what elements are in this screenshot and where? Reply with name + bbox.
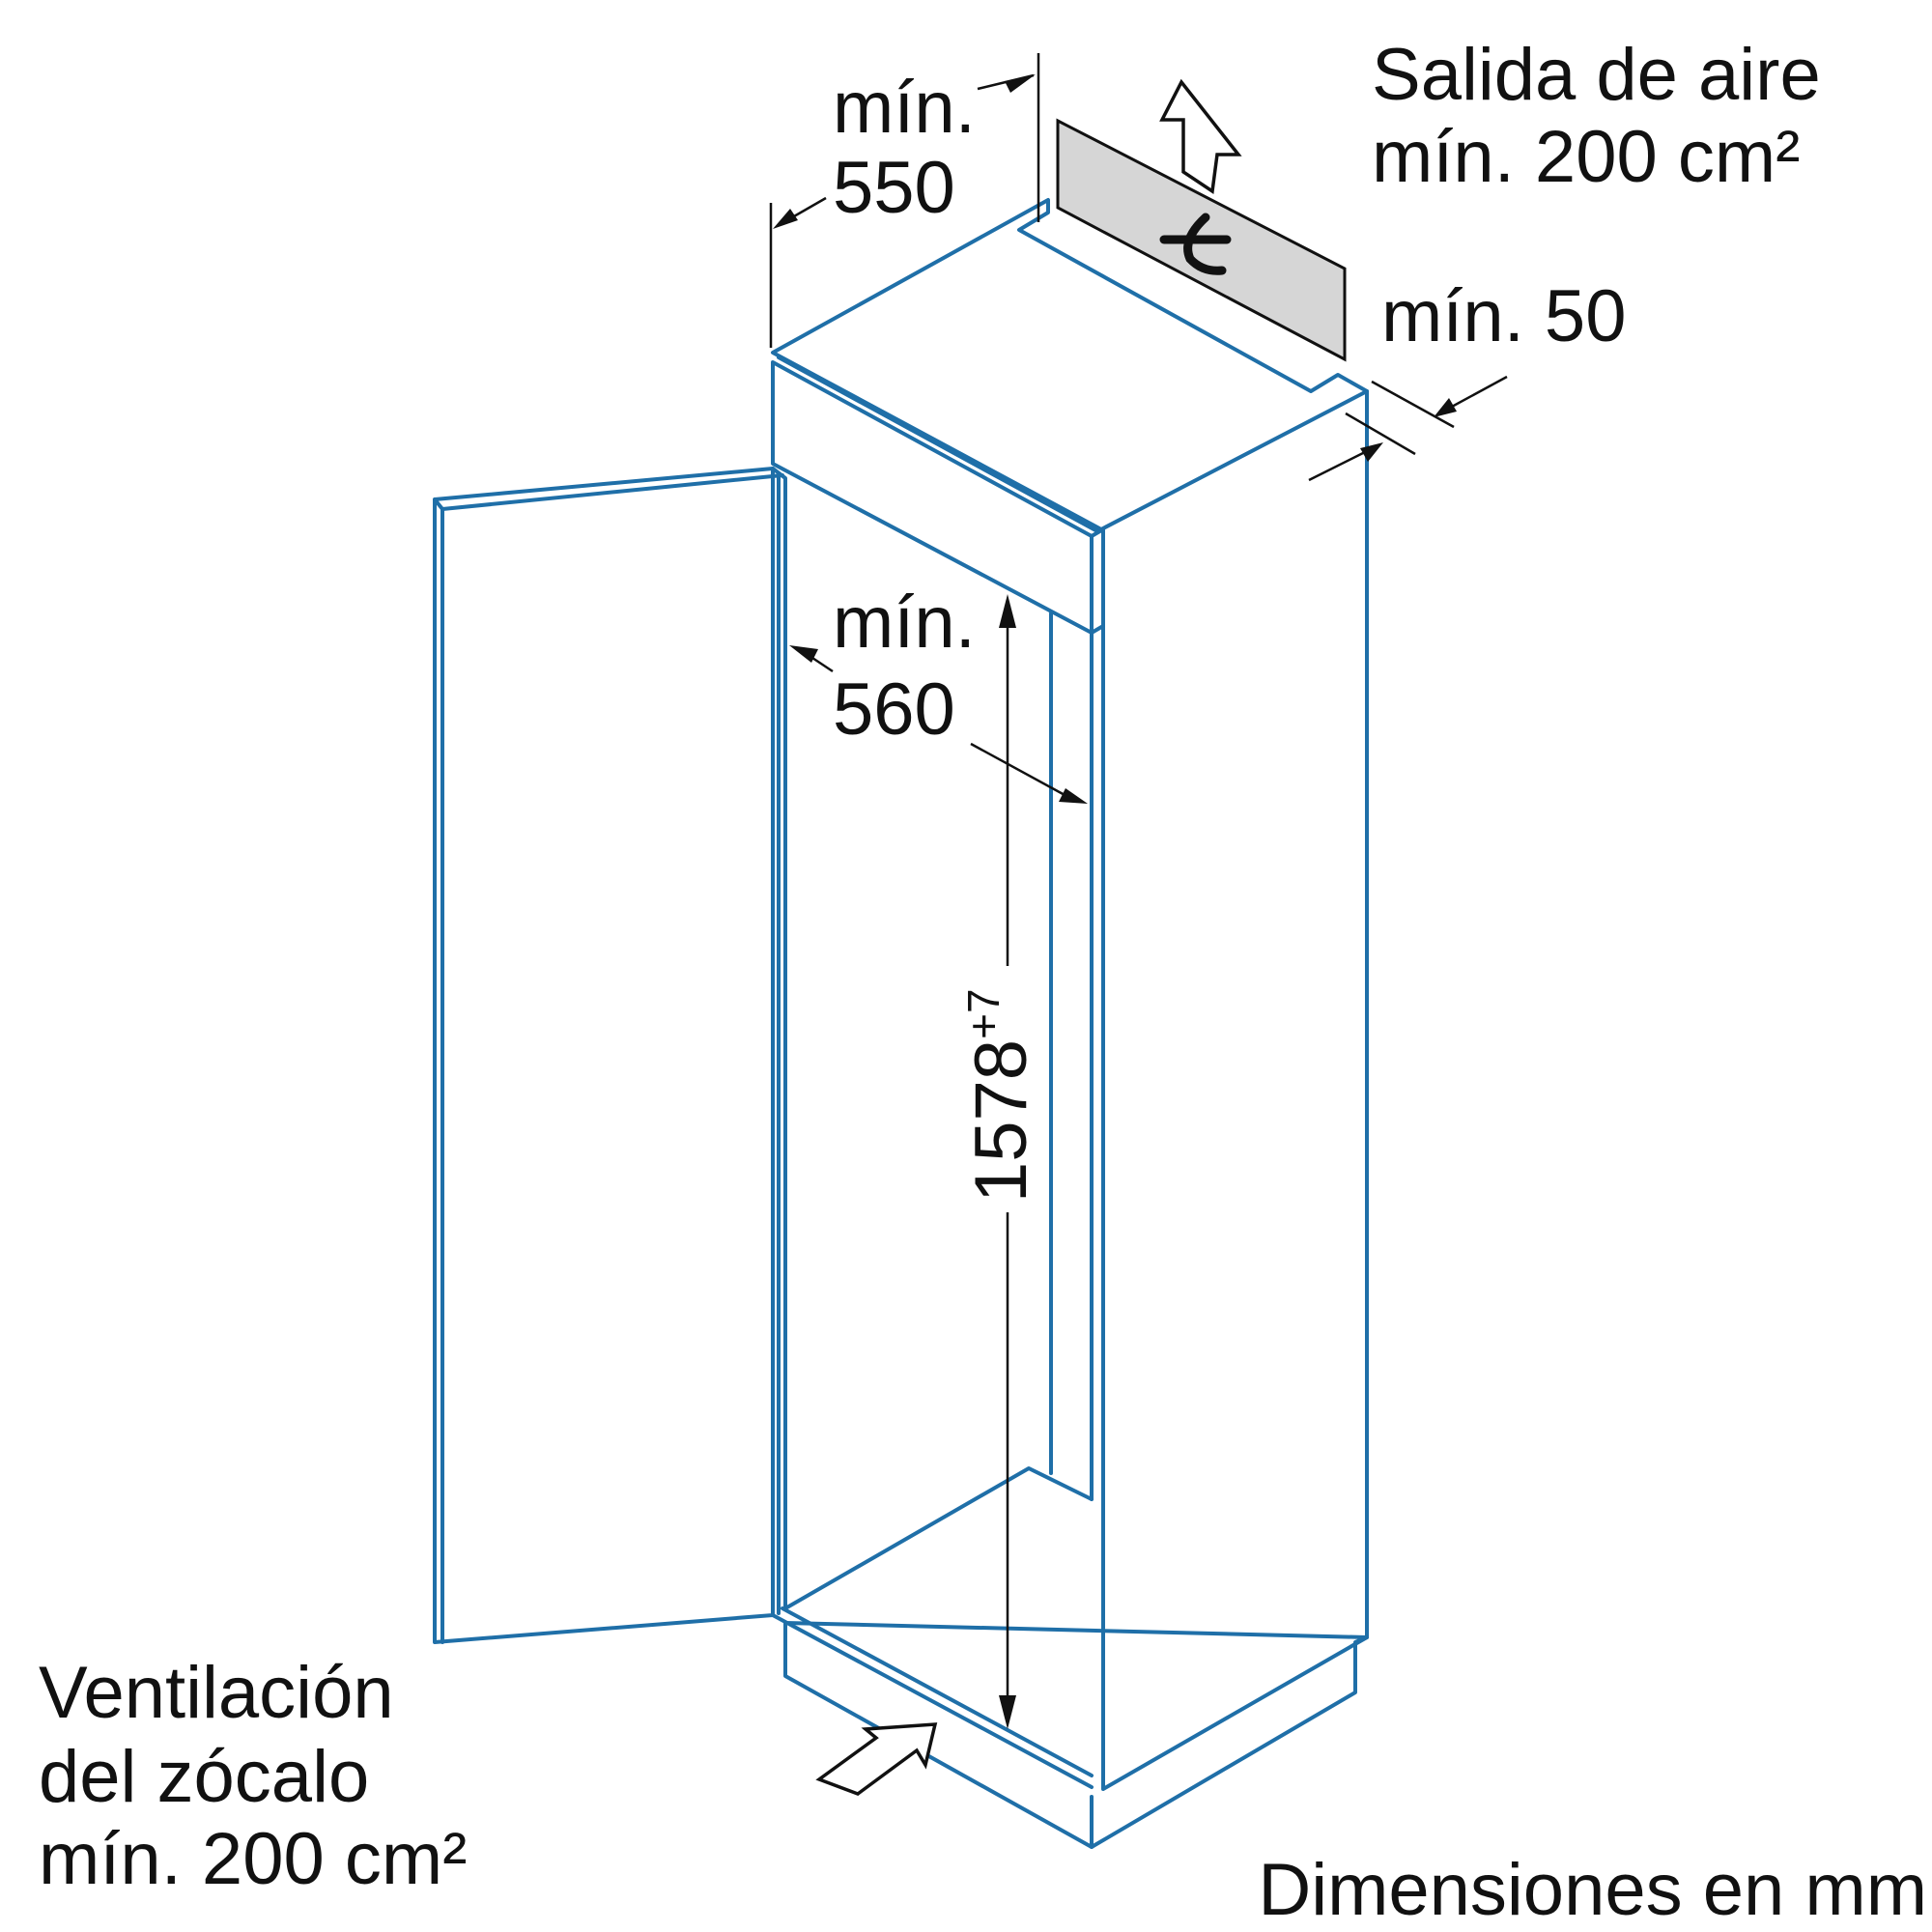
door-panel <box>433 467 784 1644</box>
outlet-label-line1: Salida de aire <box>1372 34 1821 116</box>
niche-right-side <box>1101 389 1369 1791</box>
hollow-arrow-up-icon <box>1159 78 1242 195</box>
plinth-label-line2: del zócalo <box>39 1736 369 1818</box>
ventilation-grille <box>1056 118 1347 362</box>
depth-label-line2: 550 <box>833 147 955 229</box>
niche-floor <box>783 1466 1094 1610</box>
height-label: 1578+7 <box>958 988 1042 1203</box>
dimension-width <box>789 645 1088 804</box>
gap-label: mín. 50 <box>1381 275 1626 357</box>
height-tolerance: +7 <box>958 988 1009 1038</box>
fan-icon <box>1159 213 1232 275</box>
dimension-depth <box>769 53 1040 348</box>
units-note: Dimensiones en mm <box>1258 1849 1927 1931</box>
width-label-line1: mín. <box>833 582 976 664</box>
niche-plinth <box>783 1621 1369 1849</box>
width-label-line2: 560 <box>833 668 955 751</box>
depth-label-line1: mín. <box>833 67 976 149</box>
dimension-height <box>999 594 1016 1729</box>
hollow-arrow-right-icon <box>815 1722 938 1796</box>
height-value: 1578 <box>960 1039 1042 1203</box>
niche-top <box>771 198 1369 531</box>
cabinet-niche <box>771 198 1369 1849</box>
plinth-label-line1: Ventilación <box>39 1652 394 1734</box>
dimension-gap <box>1308 375 1508 482</box>
outlet-label-line2: mín. 200 cm² <box>1372 116 1800 198</box>
plinth-label-line3: mín. 200 cm² <box>39 1818 467 1900</box>
niche-left-side <box>771 467 787 1610</box>
